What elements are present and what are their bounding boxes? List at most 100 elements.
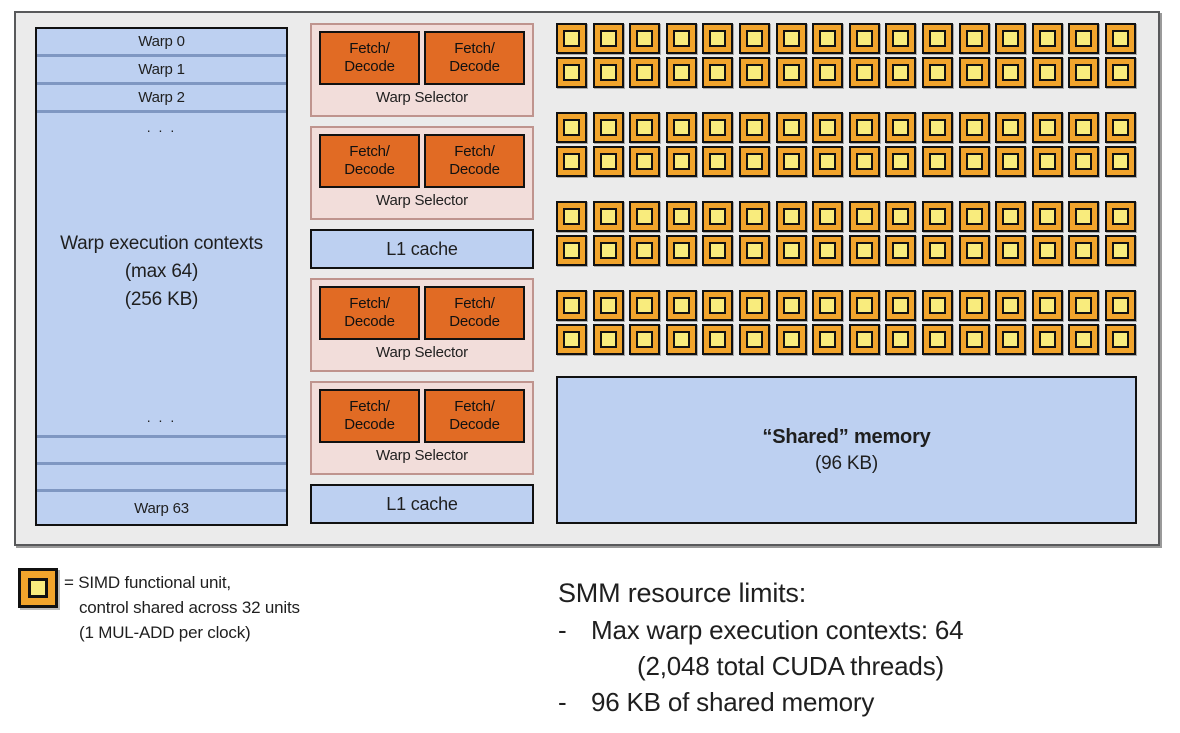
simd-unit-core [892,153,910,170]
simd-unit-core [819,153,837,170]
simd-unit [921,112,953,143]
simd-unit [848,57,880,88]
simd-unit-core [672,208,690,225]
simd-grid [556,23,1136,355]
fetch-decode-unit: Fetch/Decode [319,31,420,85]
simd-unit-core [1111,64,1129,81]
simd-unit-core [1111,30,1129,47]
simd-unit [629,235,661,266]
warp-selector-label: Warp Selector [376,447,468,464]
simd-unit-core [745,331,763,348]
l1-cache-label: L1 cache [386,238,458,259]
simd-unit-core [855,331,873,348]
simd-unit [702,324,734,355]
simd-unit [921,23,953,54]
simd-unit [1068,146,1100,177]
warp-row-unlabeled [37,465,286,492]
simd-unit [921,324,953,355]
fetch-decode-label-line2: Decode [449,313,500,330]
simd-unit [556,57,587,88]
simd-unit-core [1111,208,1129,225]
warp-contexts-box: Warp 0 Warp 1 Warp 2 . . . Warp executio… [35,27,288,526]
simd-unit [702,235,734,266]
shared-memory-size: (96 KB) [814,452,878,474]
simd-unit [738,290,770,321]
fetch-decode-label-line2: Decode [344,313,395,330]
simd-unit-core [1002,64,1020,81]
simd-unit [702,112,734,143]
simd-unit-core [1038,30,1056,47]
simd-unit-core [1002,242,1020,259]
fetch-decode-label-line2: Decode [449,161,500,178]
simd-unit [665,201,697,232]
simd-unit-core [782,64,800,81]
simd-unit [1068,112,1100,143]
simd-unit [702,23,734,54]
simd-unit-core [636,64,654,81]
warp-contexts-body: . . . Warp execution contexts (max 64) (… [37,113,286,438]
simd-unit [921,146,953,177]
simd-unit-row [556,112,1136,143]
simd-unit-row [556,201,1136,232]
simd-unit [1068,290,1100,321]
simd-unit-core [855,153,873,170]
simd-unit [665,57,697,88]
simd-unit-row [556,235,1136,266]
simd-unit [812,324,844,355]
legend-text: = SIMD functional unit, control shared a… [64,570,300,645]
l1-cache-box: L1 cache [310,229,534,269]
simd-unit [921,290,953,321]
simd-unit-core [928,30,946,47]
warp-selector-label: Warp Selector [376,344,468,361]
simd-unit-core [1075,30,1093,47]
simd-unit-group [556,290,1136,355]
bullet-dash: - [558,687,567,717]
warp-row-2: Warp 2 [37,85,286,113]
simd-unit [848,23,880,54]
simd-unit-core [855,64,873,81]
simd-unit-core [672,331,690,348]
simd-unit [629,324,661,355]
simd-unit [702,146,734,177]
simd-unit-core [709,297,727,314]
simd-unit-core [599,153,617,170]
simd-unit-core [563,331,580,348]
simd-unit [592,23,624,54]
simd-unit [995,23,1027,54]
simd-unit-core [819,242,837,259]
notes-bullet-2: - 96 KB of shared memory [558,684,1168,720]
simd-unit-group [556,201,1136,266]
simd-unit [848,112,880,143]
simd-unit [812,146,844,177]
fetch-decode-label-line1: Fetch/ [454,398,495,415]
warp-contexts-caption: Warp execution contexts (max 64) (256 KB… [60,230,263,314]
simd-unit-core [819,30,837,47]
simd-unit [848,324,880,355]
simd-unit-group [556,112,1136,177]
simd-unit-core [709,153,727,170]
simd-unit [1104,290,1136,321]
legend-line3: (1 MUL-ADD per clock) [79,623,251,642]
simd-unit-core [1002,331,1020,348]
simd-unit [1068,23,1100,54]
fetch-decode-unit: Fetch/Decode [319,286,420,340]
warp-contexts-caption-line2: (max 64) [124,261,199,282]
simd-unit [812,290,844,321]
fetch-decode-label-line2: Decode [344,161,395,178]
simd-unit-legend-icon [18,568,58,608]
fetch-decode-label-line1: Fetch/ [454,295,495,312]
simd-unit-core [1075,242,1093,259]
simd-unit [1031,146,1063,177]
simd-unit [629,201,661,232]
simd-unit [738,112,770,143]
simd-unit-core [563,242,580,259]
simd-unit [556,23,587,54]
simd-unit [738,201,770,232]
simd-unit-core [928,297,946,314]
simd-unit [995,290,1027,321]
warp-row-1: Warp 1 [37,57,286,85]
fetch-decode-unit: Fetch/Decode [319,389,420,443]
simd-unit-core [599,208,617,225]
